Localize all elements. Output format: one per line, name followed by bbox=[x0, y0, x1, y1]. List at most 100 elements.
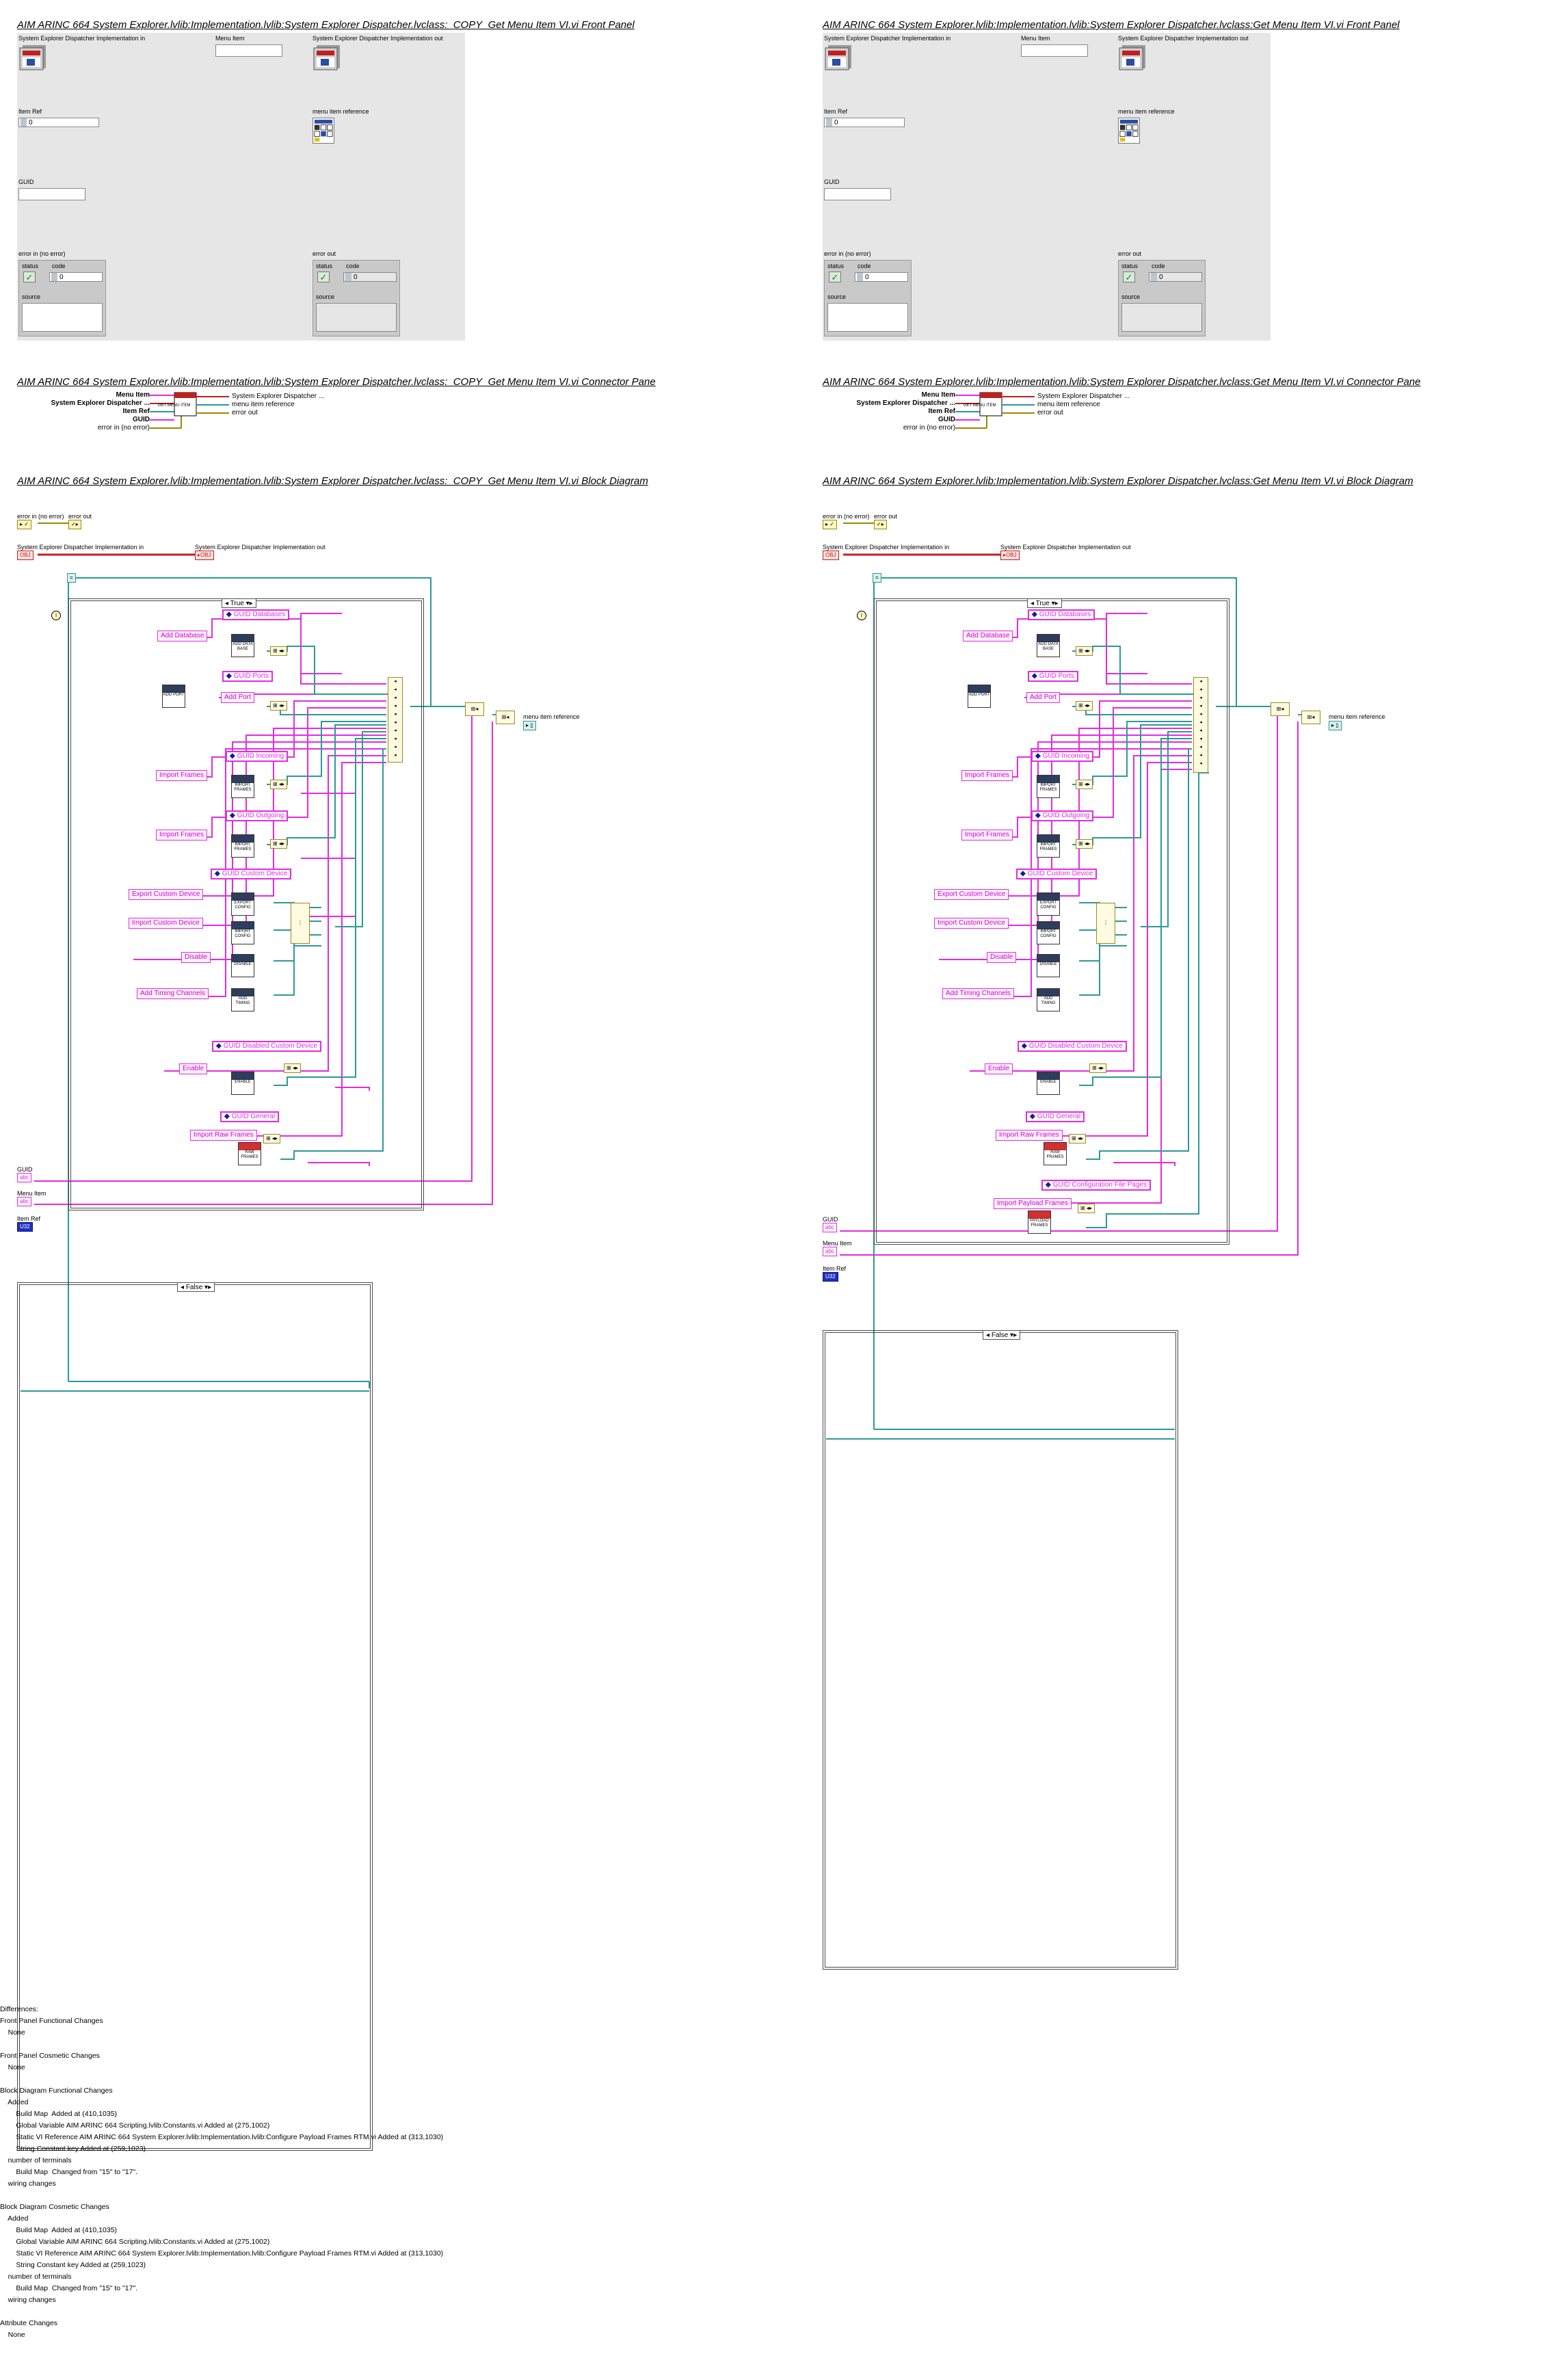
build-pair-node[interactable]: ⊞ ◂▸ bbox=[1076, 839, 1093, 849]
build-pair-node[interactable]: ⊞ ◂▸ bbox=[263, 1134, 280, 1143]
case-structure-true[interactable]: ◂ True ▾▸ bbox=[874, 598, 1230, 1245]
guid-global-constant[interactable]: ◆GUID Databases bbox=[222, 609, 290, 620]
static-vi-reference[interactable]: ADD TIMING bbox=[231, 988, 254, 1011]
string-constant[interactable]: Import Frames bbox=[156, 770, 208, 781]
case-structure-true[interactable]: ◂ True ▾▸ bbox=[68, 598, 424, 1210]
string-constant[interactable]: Export Custom Device bbox=[129, 889, 204, 900]
build-map-out[interactable]: ⊞◂ bbox=[1301, 711, 1320, 724]
compare-node[interactable]: = bbox=[67, 573, 76, 583]
build-map-out[interactable]: ⊞◂ bbox=[465, 702, 484, 716]
build-map-out[interactable]: ⊞◂ bbox=[1271, 702, 1290, 716]
item-ref-terminal[interactable]: U32 bbox=[823, 1272, 838, 1282]
class-object-icon[interactable] bbox=[824, 44, 853, 71]
build-pair-node[interactable]: ⊞ ◂▸ bbox=[1089, 1063, 1106, 1073]
guid-global-constant[interactable]: ◆GUID Custom Device bbox=[211, 869, 292, 879]
static-vi-reference[interactable]: ADD PORT bbox=[162, 685, 185, 708]
static-vi-reference[interactable]: DISABLE bbox=[1037, 954, 1060, 977]
string-constant[interactable]: Enable bbox=[985, 1063, 1013, 1074]
static-vi-reference[interactable]: IMPORT FRAMES bbox=[1037, 834, 1060, 858]
static-vi-reference[interactable]: EXPORT CONFIG bbox=[1037, 892, 1060, 916]
guid-global-constant[interactable]: ◆GUID Incoming bbox=[1031, 751, 1094, 762]
increment-icon[interactable] bbox=[826, 118, 832, 127]
build-pair-node[interactable]: ⊞ ◂▸ bbox=[1076, 780, 1093, 789]
guid-global-constant[interactable]: ◆GUID Outgoing bbox=[1031, 810, 1094, 821]
guid-global-constant[interactable]: ◆GUID Disabled Custom Device bbox=[212, 1041, 321, 1052]
case-selector[interactable]: ◂ False ▾▸ bbox=[177, 1282, 215, 1292]
build-pair-node[interactable]: ⊞ ◂▸ bbox=[270, 646, 287, 656]
string-constant[interactable]: Import Frames bbox=[156, 830, 208, 841]
compare-node[interactable]: = bbox=[873, 573, 881, 583]
string-constant[interactable]: Add Port bbox=[1026, 692, 1060, 703]
static-vi-reference[interactable]: ENABLE bbox=[1037, 1072, 1060, 1095]
dispatcher-in-terminal[interactable]: OBJ bbox=[17, 551, 34, 560]
menu-item-field[interactable] bbox=[215, 44, 282, 57]
static-vi-reference[interactable]: IMPORT FRAMES bbox=[231, 775, 254, 798]
item-ref-field[interactable]: 0 bbox=[824, 118, 905, 127]
code-field[interactable]: 0 bbox=[855, 272, 908, 282]
build-pair-node[interactable]: ⊞ ◂▸ bbox=[1076, 701, 1093, 711]
error-in-terminal[interactable]: ▸ ✓ bbox=[17, 520, 31, 529]
static-vi-reference[interactable]: ADD PORT bbox=[968, 685, 991, 708]
static-vi-reference[interactable]: RAW FRAMES bbox=[1044, 1142, 1067, 1165]
string-constant[interactable]: Add Database bbox=[963, 631, 1013, 641]
static-vi-reference[interactable]: PAYLOAD FRAMES bbox=[1028, 1210, 1051, 1234]
build-pair-node[interactable]: ⊞ ◂▸ bbox=[270, 701, 287, 711]
increment-icon[interactable] bbox=[21, 118, 27, 127]
guid-global-constant[interactable]: ◆GUID Custom Device bbox=[1016, 869, 1098, 879]
build-map-node[interactable]: ◂◂◂◂◂◂◂◂◂◂ bbox=[388, 677, 403, 763]
guid-global-constant[interactable]: ◆GUID Ports bbox=[1028, 671, 1078, 682]
status-checkmark-icon[interactable]: ✓ bbox=[829, 272, 841, 282]
increment-icon[interactable] bbox=[51, 273, 57, 281]
status-checkmark-icon[interactable]: ✓ bbox=[23, 272, 36, 282]
static-vi-reference[interactable]: IMPORT FRAMES bbox=[231, 834, 254, 858]
guid-global-constant[interactable]: ◆GUID Outgoing bbox=[226, 810, 289, 821]
static-vi-reference[interactable]: ADD TIMING bbox=[1037, 988, 1060, 1011]
menu-item-field[interactable] bbox=[1021, 44, 1088, 57]
error-in-terminal[interactable]: ▸ ✓ bbox=[823, 520, 837, 529]
static-vi-reference[interactable]: RAW FRAMES bbox=[238, 1142, 261, 1165]
guid-global-constant[interactable]: ◆GUID General bbox=[1026, 1111, 1085, 1122]
static-vi-reference[interactable]: ADD DATA BASE bbox=[231, 634, 254, 657]
item-ref-terminal[interactable]: U32 bbox=[17, 1222, 33, 1232]
string-constant[interactable]: Import Payload Frames bbox=[994, 1198, 1072, 1209]
string-constant[interactable]: Disable bbox=[181, 952, 211, 963]
string-constant[interactable]: Add Database bbox=[157, 631, 208, 641]
case-selector[interactable]: ◂ False ▾▸ bbox=[983, 1330, 1021, 1340]
string-constant[interactable]: Add Port bbox=[221, 692, 254, 703]
static-vi-reference[interactable]: IMPORT CONFIG bbox=[231, 921, 254, 944]
case-structure-false[interactable]: ◂ False ▾▸ bbox=[17, 1282, 373, 2151]
string-constant[interactable]: Import Frames bbox=[961, 830, 1013, 841]
build-pair-node[interactable]: ⊞ ◂▸ bbox=[270, 780, 287, 789]
class-object-icon[interactable] bbox=[18, 44, 47, 71]
source-field[interactable] bbox=[22, 303, 103, 332]
case-structure-false[interactable]: ◂ False ▾▸ bbox=[823, 1330, 1178, 1970]
guid-global-constant[interactable]: ◆GUID Ports bbox=[222, 671, 273, 682]
guid-terminal[interactable]: abc bbox=[823, 1223, 837, 1232]
menu-item-terminal[interactable]: abc bbox=[823, 1247, 837, 1256]
guid-terminal[interactable]: abc bbox=[17, 1173, 31, 1182]
build-pair-node[interactable]: ⊞ ◂▸ bbox=[1069, 1134, 1086, 1143]
string-constant[interactable]: Import Raw Frames bbox=[996, 1130, 1063, 1141]
build-pair-node[interactable]: ⊞ ◂▸ bbox=[270, 839, 287, 849]
code-field[interactable]: 0 bbox=[49, 272, 103, 282]
static-vi-reference[interactable]: IMPORT FRAMES bbox=[1037, 775, 1060, 798]
build-map-out[interactable]: ⊞◂ bbox=[496, 711, 515, 724]
static-vi-reference[interactable]: EXPORT CONFIG bbox=[231, 892, 254, 916]
guid-global-constant[interactable]: ◆GUID Incoming bbox=[226, 751, 289, 762]
item-ref-field[interactable]: 0 bbox=[18, 118, 99, 127]
guid-field[interactable] bbox=[18, 188, 85, 200]
dispatcher-in-terminal[interactable]: OBJ bbox=[823, 551, 839, 560]
string-constant[interactable]: Import Custom Device bbox=[934, 918, 1009, 929]
build-map-inner[interactable]: ⋮ bbox=[291, 903, 310, 944]
string-constant[interactable]: Disable bbox=[987, 952, 1017, 963]
guid-global-constant[interactable]: ◆GUID Configuration File Pages bbox=[1041, 1180, 1151, 1191]
string-constant[interactable]: Import Custom Device bbox=[129, 918, 203, 929]
source-field[interactable] bbox=[827, 303, 908, 332]
build-pair-node[interactable]: ⊞ ◂▸ bbox=[1076, 646, 1093, 656]
static-vi-reference[interactable]: ADD DATA BASE bbox=[1037, 634, 1060, 657]
increment-icon[interactable] bbox=[857, 273, 863, 281]
string-constant[interactable]: Enable bbox=[179, 1063, 208, 1074]
menu-item-terminal[interactable]: abc bbox=[17, 1197, 31, 1206]
static-vi-reference[interactable]: ENABLE bbox=[231, 1072, 254, 1095]
guid-global-constant[interactable]: ◆GUID Disabled Custom Device bbox=[1018, 1041, 1127, 1052]
